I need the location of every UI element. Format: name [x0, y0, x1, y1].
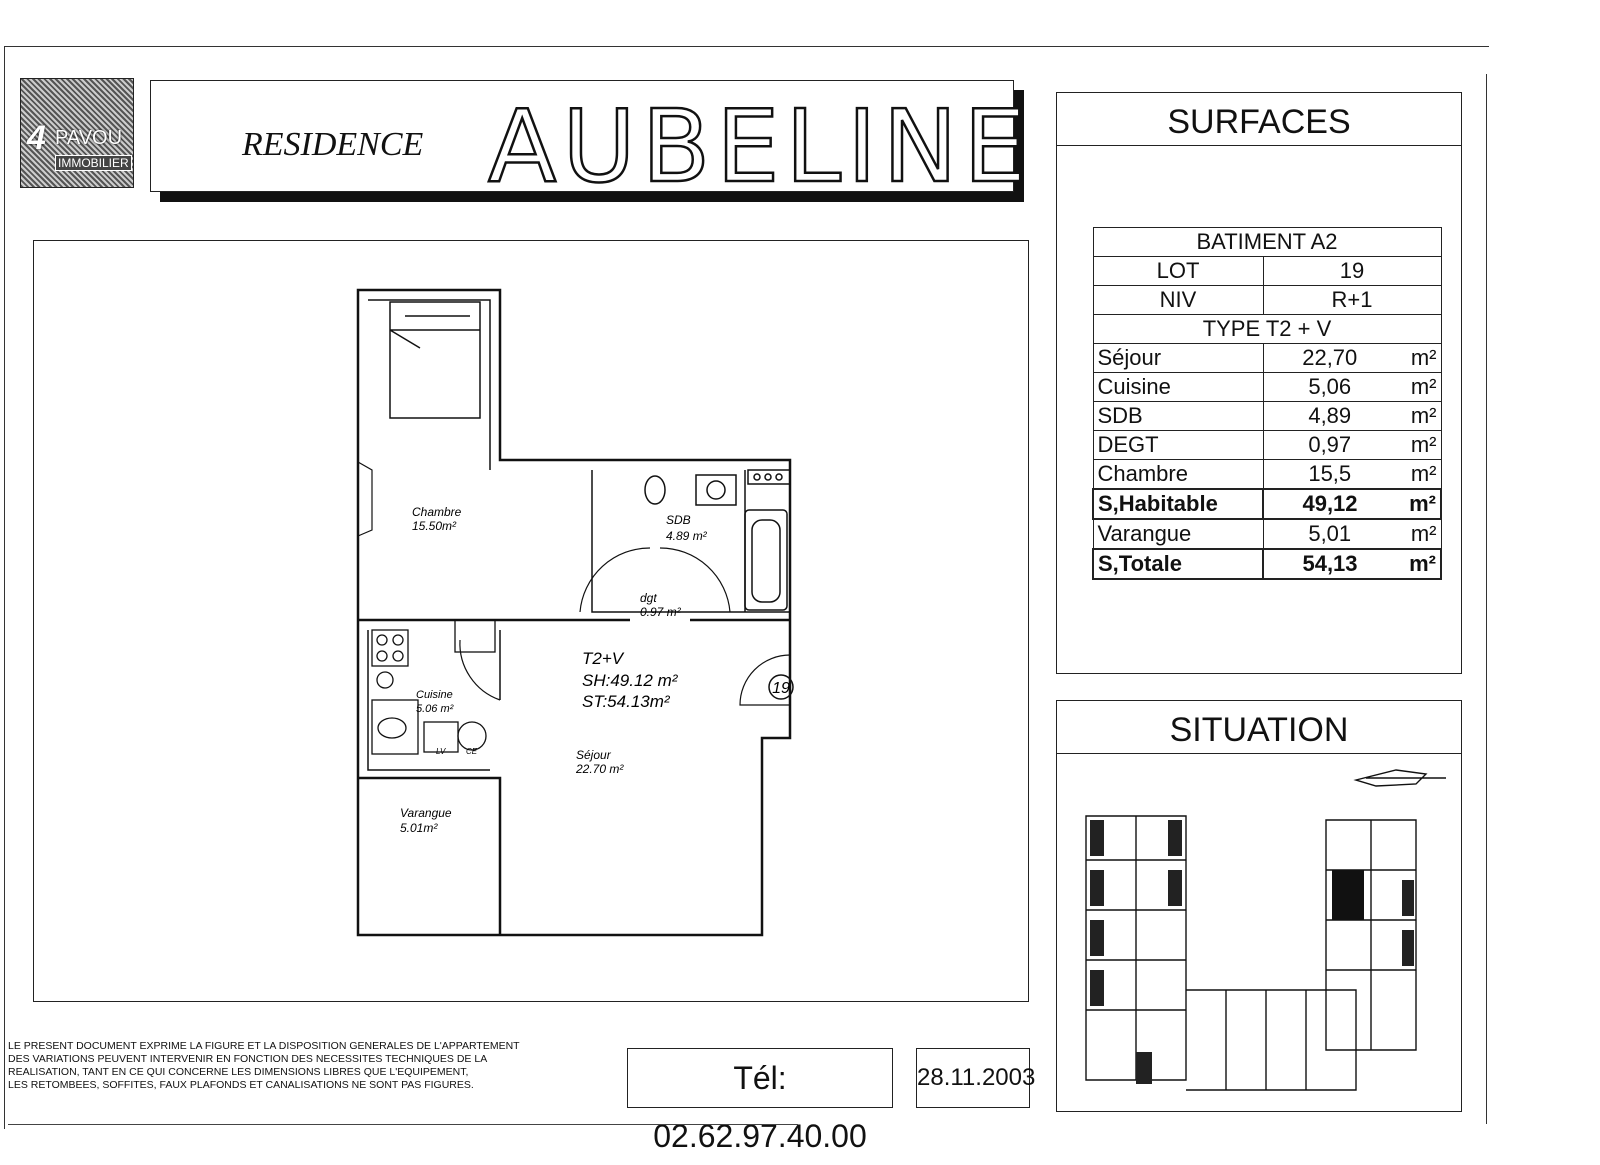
room-varangue-area: 5.01m² [400, 821, 438, 835]
lot-label: LOT [1092, 256, 1264, 286]
logo-subtitle: IMMOBILIER [55, 155, 132, 171]
habitable-value: 49,12 [1262, 488, 1396, 520]
varangue-label: Varangue [1092, 518, 1264, 550]
varangue-unit: m² [1396, 518, 1442, 550]
floor-plan-frame [33, 240, 1029, 1002]
type-cell: TYPE T2 + V [1092, 314, 1442, 344]
note-line: DES VARIATIONS PEUVENT INTERVENIR EN FON… [8, 1053, 488, 1065]
toilet-icon [644, 475, 666, 505]
logo-brand: PAVOU [55, 127, 123, 149]
surfaces-title: SURFACES [1057, 93, 1461, 146]
north-arrow-icon [1353, 769, 1446, 787]
row-unit: m² [1396, 343, 1442, 373]
building-center [1186, 989, 1357, 1091]
plan-st: ST:54.13m² [582, 692, 671, 711]
niv-label: NIV [1092, 285, 1264, 315]
logo-number: 4 [27, 119, 46, 157]
totale-label: S,Totale [1092, 548, 1264, 580]
lv-label: LV [436, 747, 446, 756]
room-sdb-name: SDB [666, 513, 691, 527]
lot-marker-number: 19 [772, 680, 790, 697]
building-right-wing [1325, 819, 1417, 1051]
ce-label: CE [466, 747, 478, 756]
residence-label: RESIDENCE [242, 126, 424, 163]
title-banner [150, 80, 1014, 192]
row-unit: m² [1396, 430, 1442, 460]
residence-name: AUBELINE [487, 87, 1033, 207]
totale-value: 54,13 [1262, 548, 1396, 580]
site-map [1085, 769, 1446, 1091]
company-logo: 4 PAVOU IMMOBILIER [20, 78, 134, 188]
row-value: 5,06 [1262, 372, 1396, 402]
row-unit: m² [1396, 401, 1442, 431]
sheet-border [4, 46, 1489, 1129]
meter-icon [747, 469, 791, 485]
habitable-label: S,Habitable [1092, 488, 1264, 520]
room-dgt-name: dgt [640, 591, 657, 605]
lot-value: 19 [1262, 256, 1442, 286]
floor-plan: 19 Chambre 15.50m² SDB 4.89 m² dgt 0.97 … [356, 288, 794, 937]
sheet-right-border [1486, 74, 1487, 1124]
row-value: 22,70 [1262, 343, 1396, 373]
room-sdb-area: 4.89 m² [666, 529, 708, 543]
row-label: SDB [1092, 401, 1264, 431]
room-dgt-area: 0.97 m² [640, 605, 682, 619]
row-label: Chambre [1092, 459, 1264, 490]
note-line: LE PRESENT DOCUMENT EXPRIME LA FIGURE ET… [8, 1040, 520, 1052]
disclaimer-note: LE PRESENT DOCUMENT EXPRIME LA FIGURE ET… [8, 1040, 628, 1092]
building-left-wing [1085, 815, 1187, 1081]
room-chambre-name: Chambre [412, 505, 462, 519]
row-value: 4,89 [1262, 401, 1396, 431]
situation-title: SITUATION [1057, 701, 1461, 754]
room-cuisine-area: 5.06 m² [416, 703, 454, 715]
plan-type: T2+V [582, 649, 625, 668]
row-label: DEGT [1092, 430, 1264, 460]
habitable-unit: m² [1396, 488, 1442, 520]
totale-unit: m² [1396, 548, 1442, 580]
highlighted-lot [1332, 870, 1364, 920]
lot-marker-icon [768, 674, 794, 700]
row-value: 15,5 [1262, 459, 1396, 490]
row-label: Séjour [1092, 343, 1264, 373]
note-line: LES RETOMBEES, SOFFITES, FAUX PLAFONDS E… [8, 1079, 474, 1091]
room-sejour-name: Séjour [576, 748, 612, 762]
outer-wall [356, 288, 792, 937]
phone-number: Tél: 02.62.97.40.00 [627, 1048, 893, 1154]
water-heater-icon [457, 721, 487, 751]
room-cuisine-name: Cuisine [416, 689, 453, 701]
batiment-cell: BATIMENT A2 [1092, 227, 1442, 257]
row-unit: m² [1396, 459, 1442, 490]
row-value: 0,97 [1262, 430, 1396, 460]
row-label: Cuisine [1092, 372, 1264, 402]
kitchen-sink-icon [371, 699, 419, 755]
room-varangue-name: Varangue [400, 806, 452, 820]
niv-value: R+1 [1262, 285, 1442, 315]
door-icon [357, 461, 791, 706]
bed-icon [389, 301, 481, 419]
cooktop-icon [371, 629, 409, 667]
bottom-rule [8, 1124, 798, 1125]
situation-panel: SITUATION [1056, 700, 1462, 1112]
room-chambre-area: 15.50m² [412, 519, 457, 533]
document-date: 28.11.2003 [916, 1048, 1035, 1108]
plan-sh: SH:49.12 m² [582, 671, 679, 690]
row-unit: m² [1396, 372, 1442, 402]
room-sejour-area: 22.70 m² [575, 762, 624, 776]
bathtub-icon [744, 509, 788, 611]
varangue-value: 5,01 [1262, 518, 1396, 550]
note-line: REALISATION, TANT EN CE QUI CONCERNE LES… [8, 1066, 469, 1078]
sink-icon [695, 474, 737, 506]
